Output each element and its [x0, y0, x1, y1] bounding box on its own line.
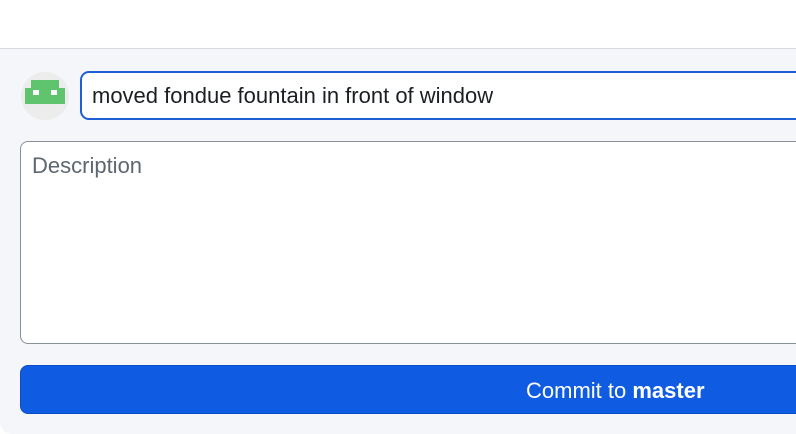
window-top-area — [0, 0, 796, 48]
commit-button-label: Commit to master — [526, 378, 705, 404]
identicon-icon — [21, 72, 69, 120]
commit-summary-input[interactable] — [80, 71, 796, 120]
commit-button[interactable]: Commit to master — [20, 365, 796, 414]
commit-branch-name: master — [632, 378, 705, 403]
commit-description-input[interactable] — [20, 141, 796, 344]
commit-button-prefix: Commit to — [526, 378, 633, 403]
user-avatar — [21, 72, 69, 120]
commit-panel: Commit to master — [0, 48, 796, 434]
